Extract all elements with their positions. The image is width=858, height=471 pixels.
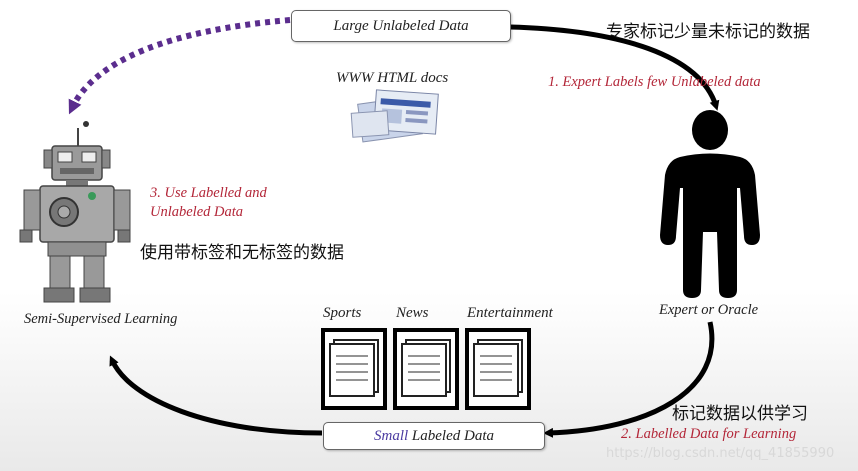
watermark: https://blog.csdn.net/qq_41855990 xyxy=(606,446,835,461)
arrow-to-expert xyxy=(509,24,720,111)
small-word: Small xyxy=(374,428,409,444)
entertainment-docs-icon xyxy=(465,328,531,410)
robot-icon xyxy=(19,121,131,303)
small-labeled-data-box: Small Labeled Data xyxy=(323,422,545,450)
sports-label: Sports xyxy=(323,305,362,321)
step-2-label: 2. Labelled Data for Learning xyxy=(621,426,797,442)
ssl-label: Semi-Supervised Learning xyxy=(24,311,178,327)
arrow-to-robot xyxy=(109,355,323,436)
expert-label: Expert or Oracle xyxy=(659,302,759,318)
large-unlabeled-data-box: Large Unlabeled Data xyxy=(291,10,511,42)
step-1-label: 1. Expert Labels few Unlabeled data xyxy=(548,74,761,90)
arrow-to-small-data xyxy=(543,321,715,438)
large-unlabeled-data-label: Large Unlabeled Data xyxy=(333,18,469,34)
cn-top-right-annotation: 专家标记少量未标记的数据 xyxy=(606,22,810,42)
news-label: News xyxy=(396,305,429,321)
sports-docs-icon xyxy=(321,328,387,410)
step-3-label-line2: Unlabeled Data xyxy=(150,204,244,220)
www-label: WWW HTML docs xyxy=(336,70,449,86)
person-icon xyxy=(660,110,760,298)
dotted-arrow-to-robot xyxy=(68,17,291,115)
cn-left-annotation: 使用带标签和无标签的数据 xyxy=(140,243,344,263)
entertainment-label: Entertainment xyxy=(467,305,553,321)
cn-bottom-right-annotation: 标记数据以供学习 xyxy=(672,404,808,424)
web-docs-image xyxy=(350,89,439,143)
labeled-data-label: Labeled Data xyxy=(408,428,494,444)
news-docs-icon xyxy=(393,328,459,410)
step-3-label-line1: 3. Use Labelled and xyxy=(150,185,267,201)
